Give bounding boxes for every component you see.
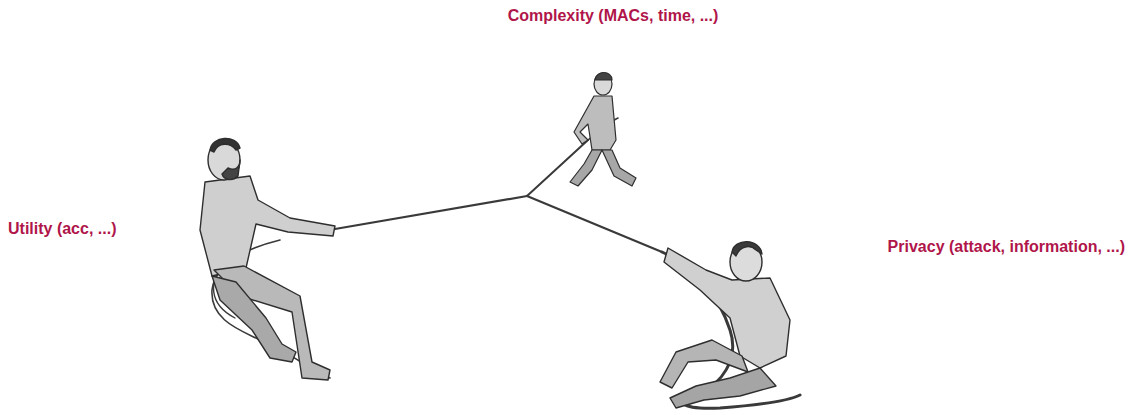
leg [570,150,602,186]
rope [527,196,662,252]
utility-man [200,138,335,380]
beard [222,160,240,180]
leg [212,276,296,362]
axis-label: Privacy (attack, information, ...) [888,237,1125,256]
torso [574,96,616,150]
torso [200,176,335,276]
hair [595,73,612,81]
axis-label: Complexity (MACs, time, ...) [508,6,719,25]
hair [210,138,240,152]
hair [732,242,762,256]
privacy-man [660,242,790,408]
rope [335,196,527,229]
rope [527,140,588,196]
head [594,73,612,95]
ropes [212,118,800,408]
complexity-man [570,73,636,187]
axis-label: Utility (acc, ...) [8,219,116,238]
leg [670,368,776,408]
leg [602,150,636,186]
